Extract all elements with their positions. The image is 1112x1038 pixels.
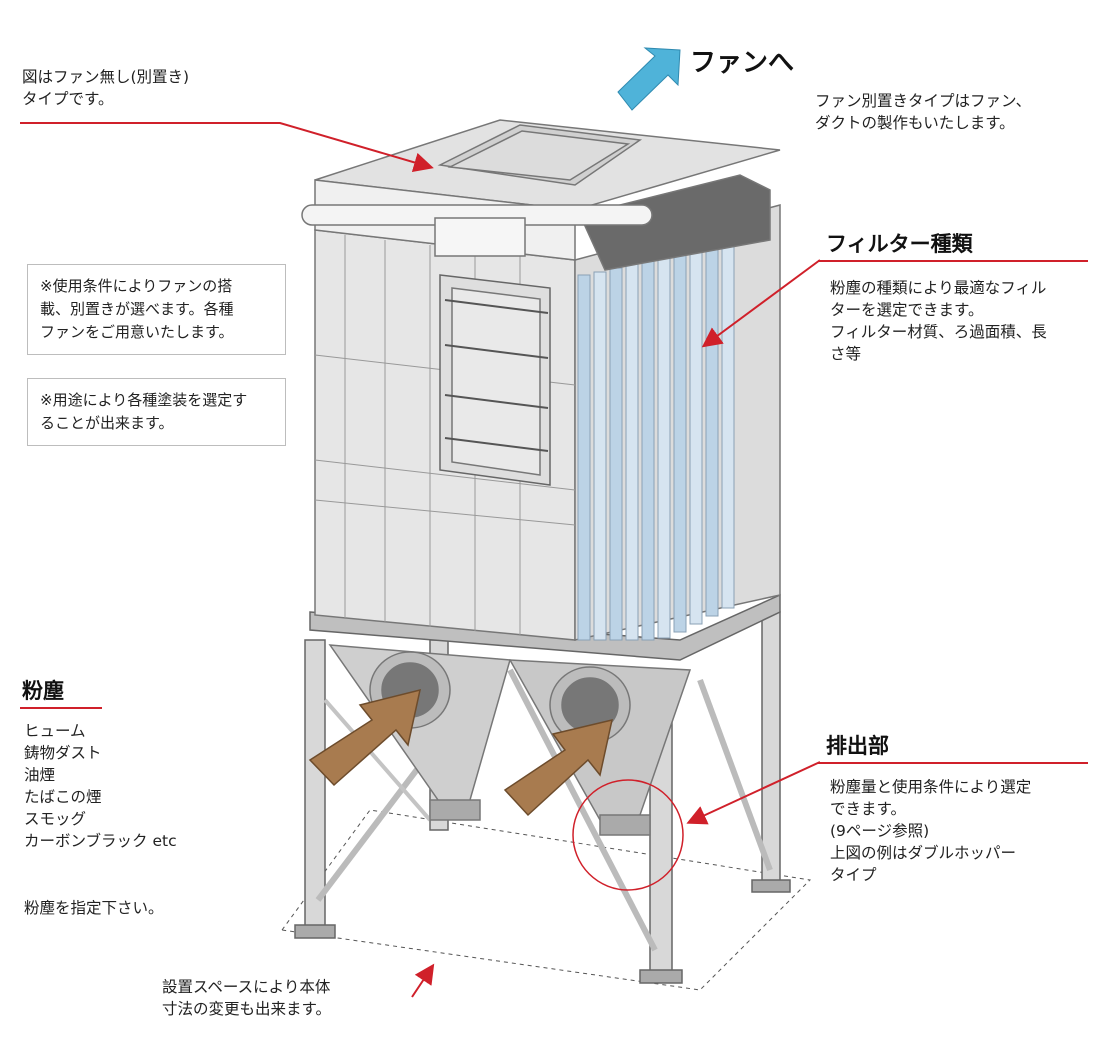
coating-box: ※用途により各種塗装を選定す ることが出来ます。: [27, 378, 286, 446]
collector-body: [314, 204, 781, 641]
fan-type-underline: [20, 122, 280, 124]
dust-title-underline: [20, 707, 102, 709]
filter-title-underline: [818, 260, 1088, 262]
discharge-title-underline: [818, 762, 1088, 764]
filter-desc: 粉塵の種類により最適なフィル ターを選定できます。 フィルター材質、ろ過面積、長…: [830, 279, 1047, 363]
dust-inlet-arrow-icon: [308, 688, 613, 817]
fan-direction-arrow-icon: [617, 47, 681, 111]
fan-separate-note: ファン別置きタイプはファン、 ダクトの製作もいたします。: [815, 92, 1032, 132]
installation-space-note: 設置スペースにより本体 寸法の変更も出来ます。: [162, 978, 331, 1018]
discharge-desc: 粉塵量と使用条件により選定 できます。 (9ページ参照) 上図の例はダブルホッパ…: [830, 778, 1032, 884]
top-housing: [301, 119, 781, 271]
filter-title: フィルター種類: [826, 232, 973, 256]
dust-title: 粉塵: [22, 679, 64, 703]
installation-space-outline: [281, 809, 812, 991]
fan-type-note: 図はファン無し(別置き) タイプです。: [22, 68, 190, 108]
support-deck: [309, 593, 781, 661]
to-fan-label: ファンへ: [690, 48, 795, 78]
discharge-title: 排出部: [826, 734, 889, 758]
dust-list: ヒューム 鋳物ダスト 油煙 たばこの煙 スモッグ カーボンブラック etc: [24, 722, 177, 850]
dust-specify: 粉塵を指定下さい。: [24, 899, 164, 917]
fan-option-box: ※使用条件によりファンの搭 載、別置きが選べます。各種 ファンをご用意いたします…: [27, 264, 286, 355]
